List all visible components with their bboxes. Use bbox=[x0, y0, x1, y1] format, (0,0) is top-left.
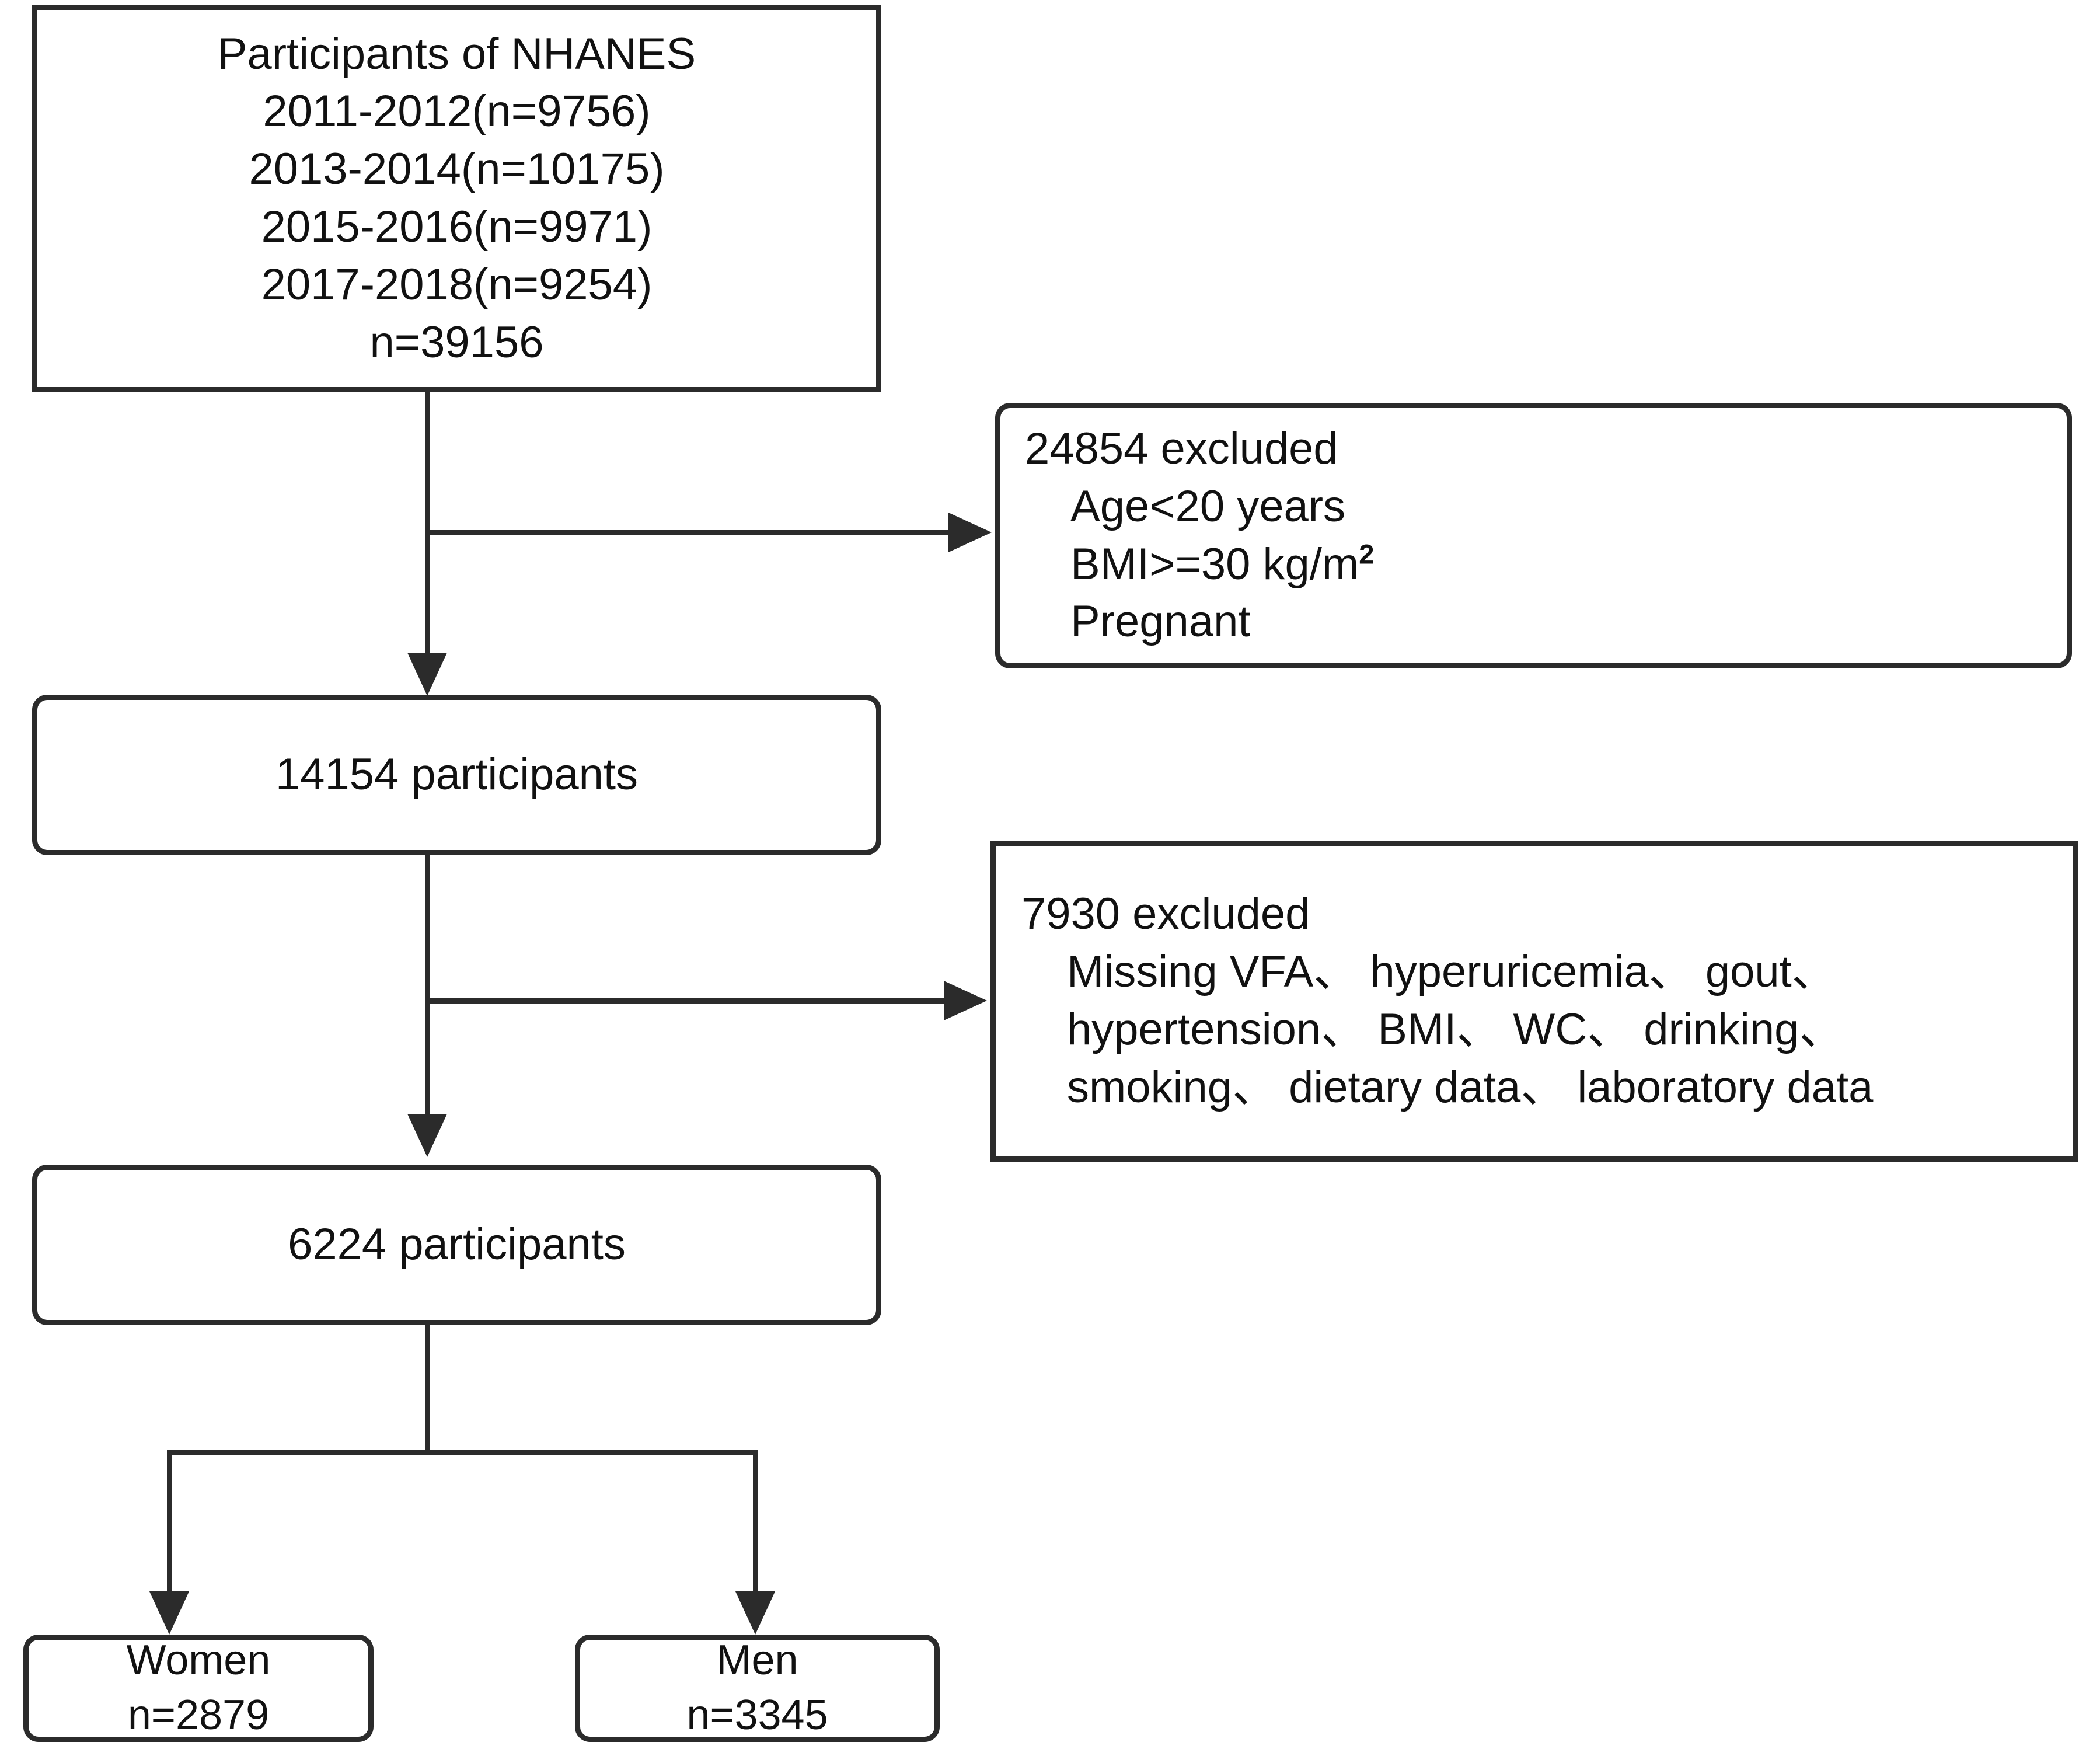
exclusion-1-item-bmi-superscript: 2 bbox=[1359, 538, 1375, 570]
exclusion-1-heading: 24854 excluded bbox=[1025, 423, 1338, 473]
connector-split-horizontal bbox=[167, 1450, 758, 1455]
arrowhead-down-to-women bbox=[149, 1591, 189, 1635]
source-line-cycle-2017-2018: 2017-2018(n=9254) bbox=[261, 259, 653, 309]
women-label: Women bbox=[126, 1637, 271, 1684]
node-exclusion-1: 24854 excluded Age<20 years BMI>=30 kg/m… bbox=[995, 403, 2072, 668]
node-men: Men n=3345 bbox=[575, 1635, 940, 1742]
source-line-cycle-2013-2014: 2013-2014(n=10175) bbox=[249, 144, 665, 194]
node-stage-2: 6224 participants bbox=[32, 1165, 881, 1325]
connector-branch-to-exclusion2 bbox=[425, 998, 946, 1004]
arrowhead-right-to-exclusion2 bbox=[944, 981, 987, 1020]
arrowhead-down-to-men bbox=[735, 1591, 775, 1635]
connector-source-to-stage1 bbox=[425, 392, 430, 661]
exclusion-2-heading: 7930 excluded bbox=[1021, 889, 1310, 939]
arrowhead-down-to-stage1 bbox=[407, 653, 447, 696]
men-count: n=3345 bbox=[686, 1692, 828, 1738]
exclusion-1-item-pregnant: Pregnant bbox=[1070, 597, 1251, 647]
exclusion-1-item-age: Age<20 years bbox=[1070, 481, 1346, 531]
women-count: n=2879 bbox=[127, 1692, 270, 1738]
connector-split-to-women bbox=[167, 1450, 172, 1596]
source-line-cycle-2011-2012: 2011-2012(n=9756) bbox=[263, 86, 651, 137]
node-women: Women n=2879 bbox=[23, 1635, 374, 1742]
stage-1-label: 14154 participants bbox=[275, 750, 639, 800]
exclusion-1-item-bmi: BMI>=30 kg/m2 bbox=[1025, 536, 1374, 594]
source-line-cycle-2015-2016: 2015-2016(n=9971) bbox=[261, 202, 653, 252]
connector-split-to-men bbox=[753, 1450, 758, 1596]
node-source-population: Participants of NHANES 2011-2012(n=9756)… bbox=[32, 5, 881, 392]
arrowhead-down-to-stage2 bbox=[407, 1114, 447, 1157]
exclusion-2-item-line-2: hypertension、 BMI、 WC、 drinking、 bbox=[1067, 1005, 1844, 1054]
node-stage-1: 14154 participants bbox=[32, 695, 881, 855]
stage-2-label: 6224 participants bbox=[288, 1220, 626, 1270]
connector-branch-to-exclusion1 bbox=[425, 530, 950, 535]
connector-stage1-to-stage2 bbox=[425, 855, 430, 1119]
arrowhead-right-to-exclusion1 bbox=[948, 513, 992, 552]
source-line-total: n=39156 bbox=[369, 317, 544, 367]
source-line-title: Participants of NHANES bbox=[217, 29, 696, 79]
exclusion-1-item-bmi-text: BMI>=30 kg/m bbox=[1070, 539, 1359, 589]
exclusion-2-item-line-3: smoking、 dietary data、 laboratory data bbox=[1067, 1062, 1874, 1112]
exclusion-2-item-line-1: Missing VFA、 hyperuricemia、 gout、 bbox=[1067, 947, 1836, 997]
node-exclusion-2: 7930 excluded Missing VFA、 hyperuricemia… bbox=[990, 841, 2078, 1162]
connector-stage2-to-split bbox=[425, 1325, 430, 1455]
men-label: Men bbox=[716, 1637, 798, 1684]
